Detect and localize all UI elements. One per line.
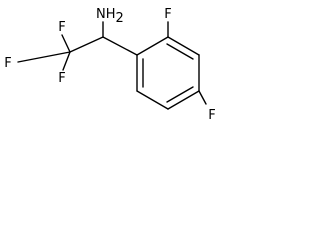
fluorine-ring-ortho: F (164, 7, 171, 22)
bond-c-f-bottom (62, 51, 71, 71)
ring-bond-2 (167, 36, 200, 56)
fluorine-cf3-bottom: F (58, 71, 65, 86)
ring-double-2 (166, 43, 194, 60)
amine-label: NH2 (96, 7, 124, 26)
bond-c-f-top (61, 34, 71, 53)
molecule-svg: NH2 F F F F F (4, 7, 215, 123)
fluorine-ring-para: F (208, 108, 215, 123)
ring-bond-5 (136, 90, 169, 110)
bond-c-f-left (17, 51, 71, 63)
ring-bond-1 (136, 36, 169, 56)
bond-cf3-ch (69, 36, 104, 53)
bond-ring-f-para (198, 90, 207, 105)
fluorine-cf3-left: F (4, 56, 11, 71)
ring-bond-4 (167, 90, 200, 110)
ring-double-3 (166, 86, 194, 103)
structure-diagram: NH2 F F F F F (0, 0, 222, 136)
fluorine-cf3-top: F (58, 20, 65, 35)
bond-ch-ring (102, 36, 138, 56)
